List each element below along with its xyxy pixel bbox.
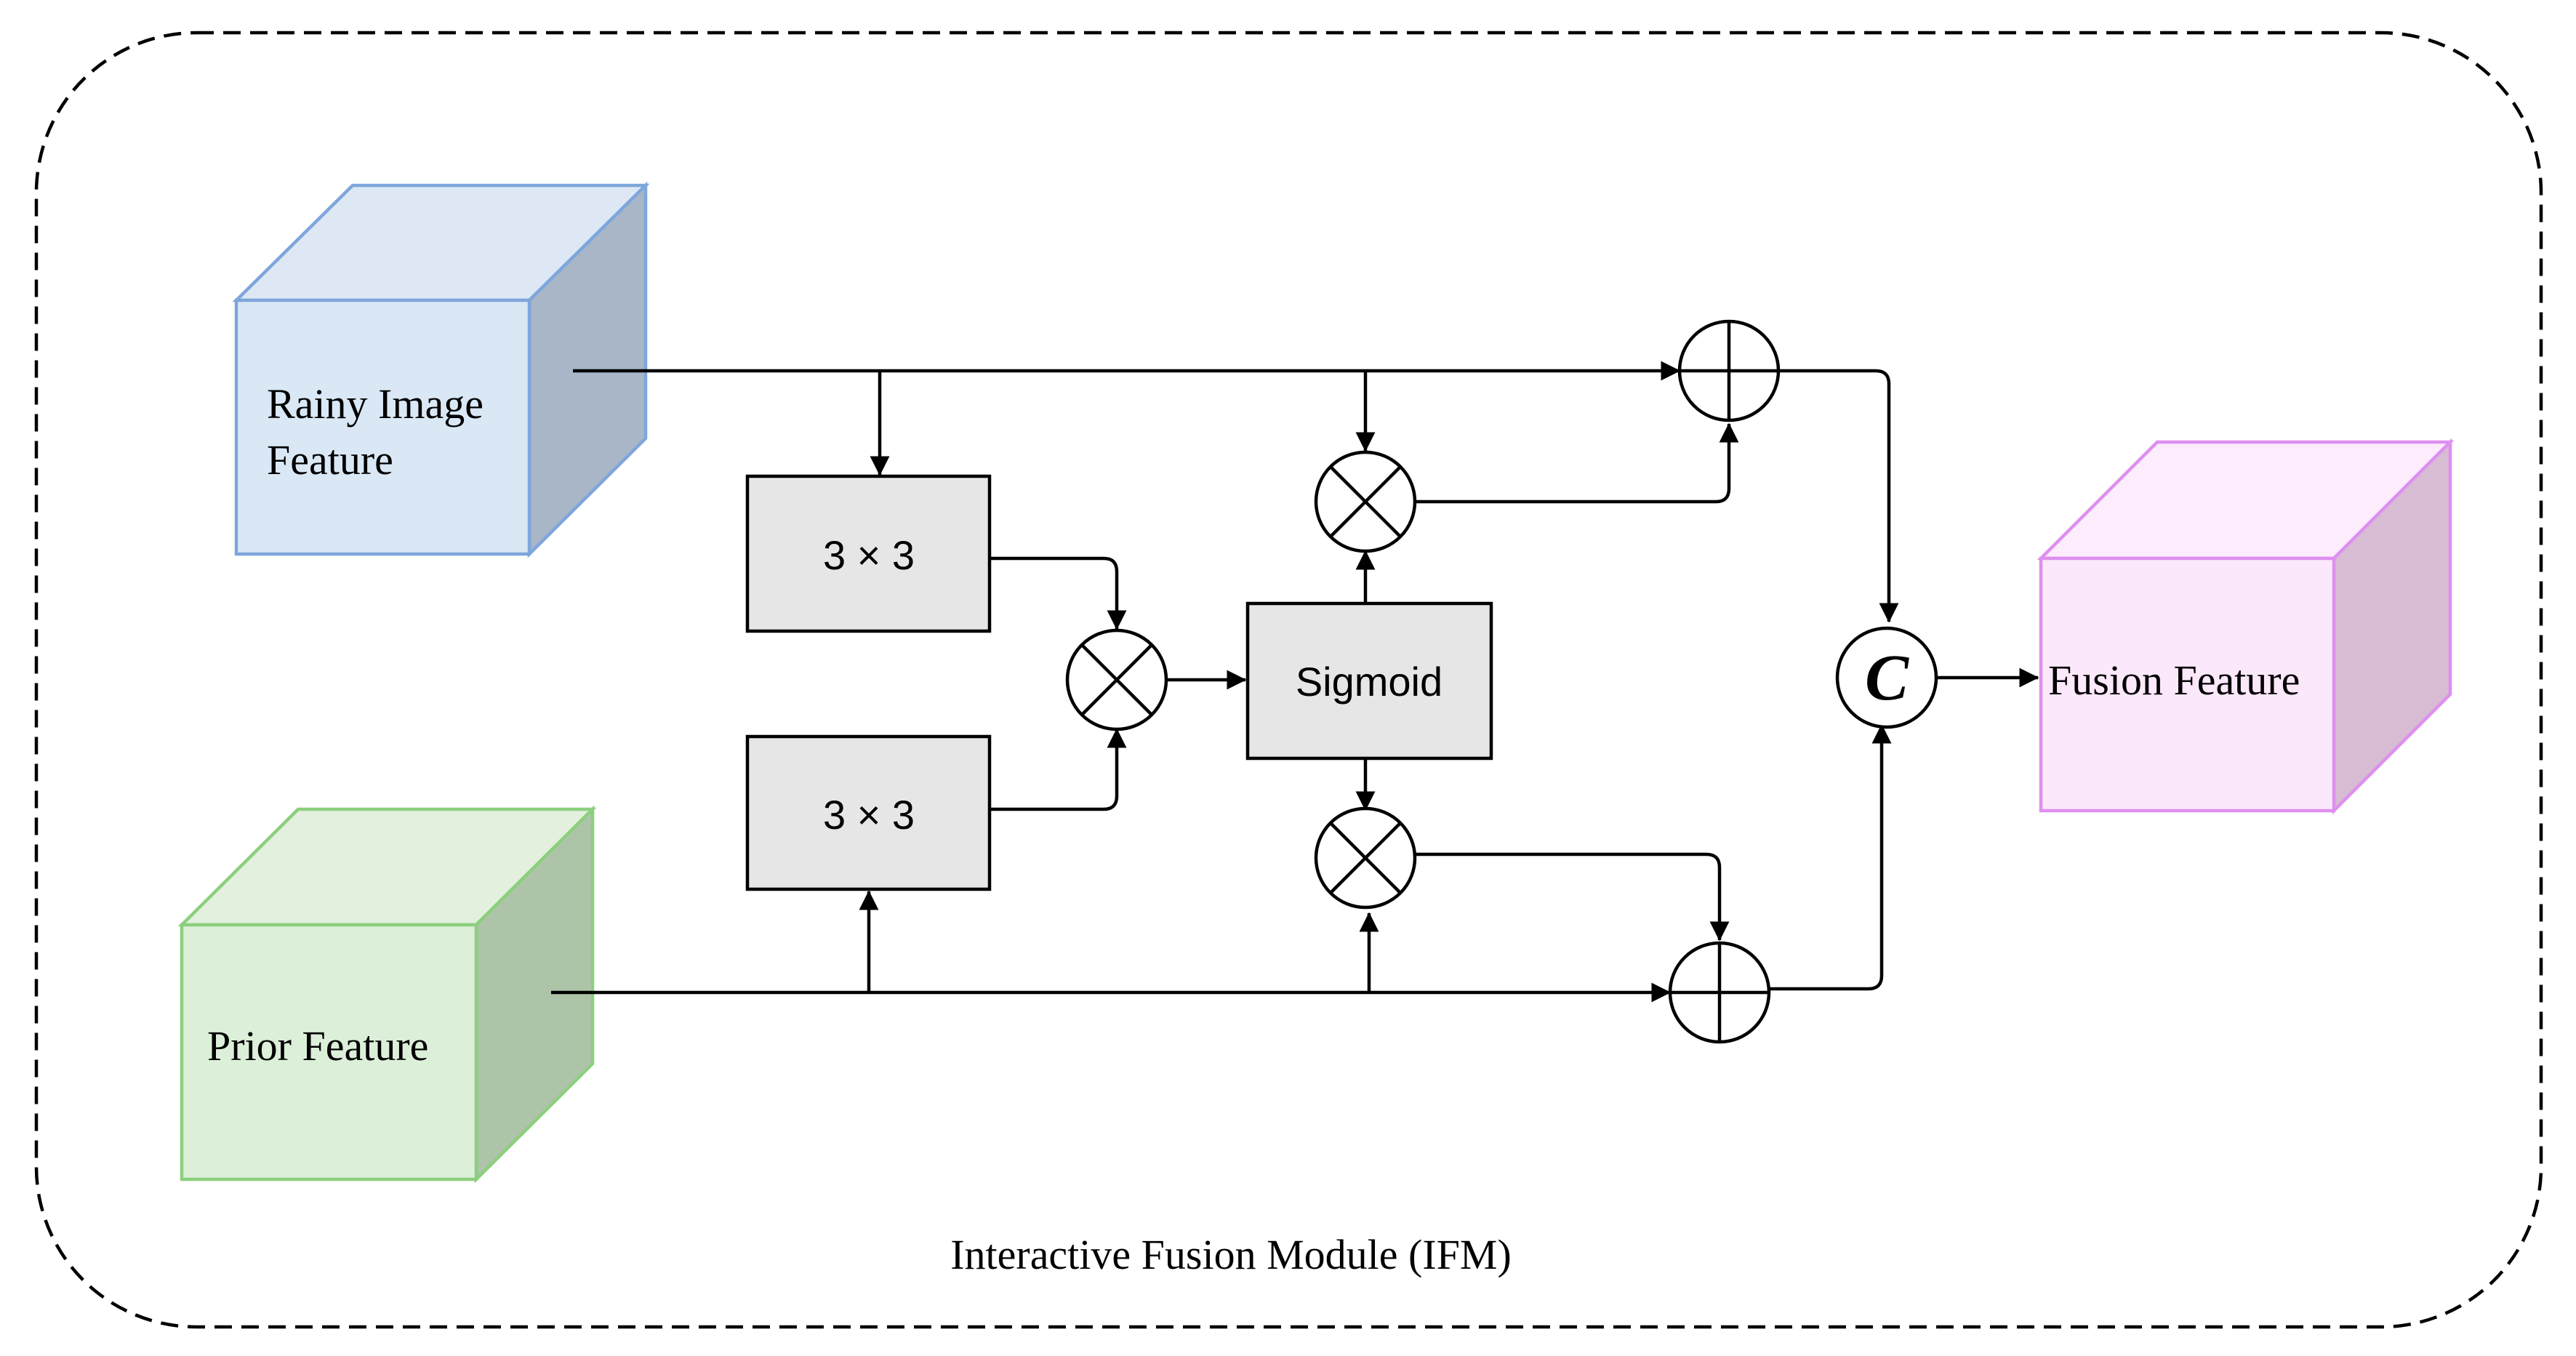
mul-bottom-d2 (1329, 822, 1402, 894)
concat-symbol: C (1865, 642, 1909, 714)
mul-center-d2 (1080, 643, 1153, 716)
prior-feature-cube: Prior Feature (177, 805, 597, 1184)
conv-top-rect (745, 474, 992, 633)
conv-top-box: 3 × 3 (745, 474, 992, 633)
wire-add-bottom-to-concat (1769, 723, 1892, 991)
add-top-node (1677, 319, 1781, 422)
conv-bottom-label: 3 × 3 (823, 792, 915, 838)
conv-bottom-rect (745, 734, 992, 891)
conv-top-label: 3 × 3 (823, 532, 915, 578)
sigmoid-rect (1245, 601, 1493, 761)
module-boundary (34, 31, 2543, 1329)
rainy-cube-front (234, 298, 531, 556)
connections (551, 361, 2039, 1003)
rainy-label-line2: Feature (267, 436, 393, 484)
conv-bottom-box: 3 × 3 (745, 734, 992, 891)
fusion-cube-front (2039, 556, 2336, 813)
fusion-feature-cube: Fusion Feature (2037, 438, 2455, 815)
prior-cube-front (180, 923, 478, 1182)
mul-top-node (1314, 450, 1417, 553)
wire-conv-bottom-to-mul-center (990, 728, 1127, 811)
rainy-label-line1: Rainy Image (267, 380, 483, 428)
module-title: Interactive Fusion Module (IFM) (950, 1231, 1512, 1278)
sigmoid-box: Sigmoid (1245, 601, 1493, 761)
fusion-label: Fusion Feature (2048, 657, 2300, 704)
concat-circle (1835, 626, 1938, 729)
concat-node: C (1835, 626, 1938, 729)
sigmoid-label: Sigmoid (1296, 659, 1443, 705)
prior-label: Prior Feature (207, 1022, 428, 1070)
wire-mul-bottom-to-add-bottom (1415, 852, 1730, 942)
add-bottom-node (1668, 941, 1771, 1044)
wire-mul-top-to-add-top (1415, 422, 1739, 504)
mul-top-d2 (1329, 465, 1402, 538)
wire-add-top-to-concat (1778, 369, 1899, 623)
mul-center-node (1065, 628, 1168, 731)
wire-conv-top-to-mul-center (990, 556, 1127, 630)
mul-bottom-node (1314, 806, 1417, 910)
